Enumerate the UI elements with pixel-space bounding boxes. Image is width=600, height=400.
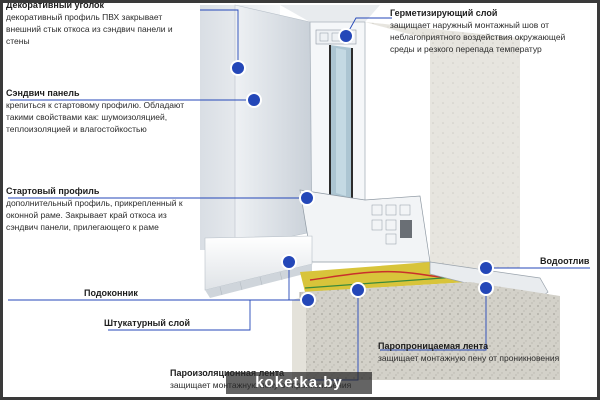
label-seal-text: защищает наружный монтажный шов от небла… — [390, 20, 566, 54]
frame-profile-bottom — [299, 189, 431, 263]
top-reveal — [280, 5, 380, 22]
concrete-base — [300, 282, 560, 380]
label-drip: Водоотлив — [540, 256, 589, 267]
label-sandwich-text: крепиться к стартовому профилю. Обладают… — [6, 100, 185, 134]
label-vapor-permeable-text: защищает монтажную пену от проникновения — [378, 353, 560, 363]
label-plaster-title: Штукатурный слой — [104, 318, 190, 328]
label-corner-text: декоративный профиль ПВХ закрывает внешн… — [6, 12, 173, 46]
label-corner: Декоративный уголок декоративный профиль… — [6, 0, 196, 47]
label-start-profile-text: дополнительный профиль, прикрепленный к … — [6, 198, 183, 232]
marker-vapor-permeable — [478, 280, 494, 296]
label-seal-title: Герметизирующий слой — [390, 8, 498, 18]
plaster-layer — [292, 296, 306, 380]
marker-sill — [281, 254, 297, 270]
label-vapor-permeable-title: Паропроницаемая лента — [378, 341, 489, 351]
marker-vapor-barrier — [350, 282, 366, 298]
label-seal: Герметизирующий слой защищает наружный м… — [390, 8, 590, 55]
label-sandwich: Сэндвич панель крепиться к стартовому пр… — [6, 88, 191, 135]
marker-drip — [478, 260, 494, 276]
markers — [230, 28, 494, 308]
marker-seal — [338, 28, 354, 44]
exterior-wall — [365, 22, 520, 268]
label-vapor-permeable: Паропроницаемая лента защищает монтажную… — [378, 341, 578, 364]
label-sandwich-title: Сэндвич панель — [6, 88, 80, 98]
label-sill: Подоконник — [84, 288, 138, 299]
marker-plaster — [300, 292, 316, 308]
label-corner-title: Декоративный уголок — [6, 0, 105, 10]
label-start-profile: Стартовый профиль дополнительный профиль… — [6, 186, 191, 233]
label-sill-title: Подоконник — [84, 288, 138, 298]
label-plaster: Штукатурный слой — [104, 318, 190, 329]
marker-corner — [230, 60, 246, 76]
label-start-profile-title: Стартовый профиль — [6, 186, 100, 196]
marker-start-profile — [299, 190, 315, 206]
sill-chambers — [219, 271, 283, 296]
label-drip-title: Водоотлив — [540, 256, 590, 266]
sandwich-panel — [234, 4, 313, 249]
marker-sandwich — [246, 92, 262, 108]
watermark: koketka.by — [226, 372, 372, 394]
